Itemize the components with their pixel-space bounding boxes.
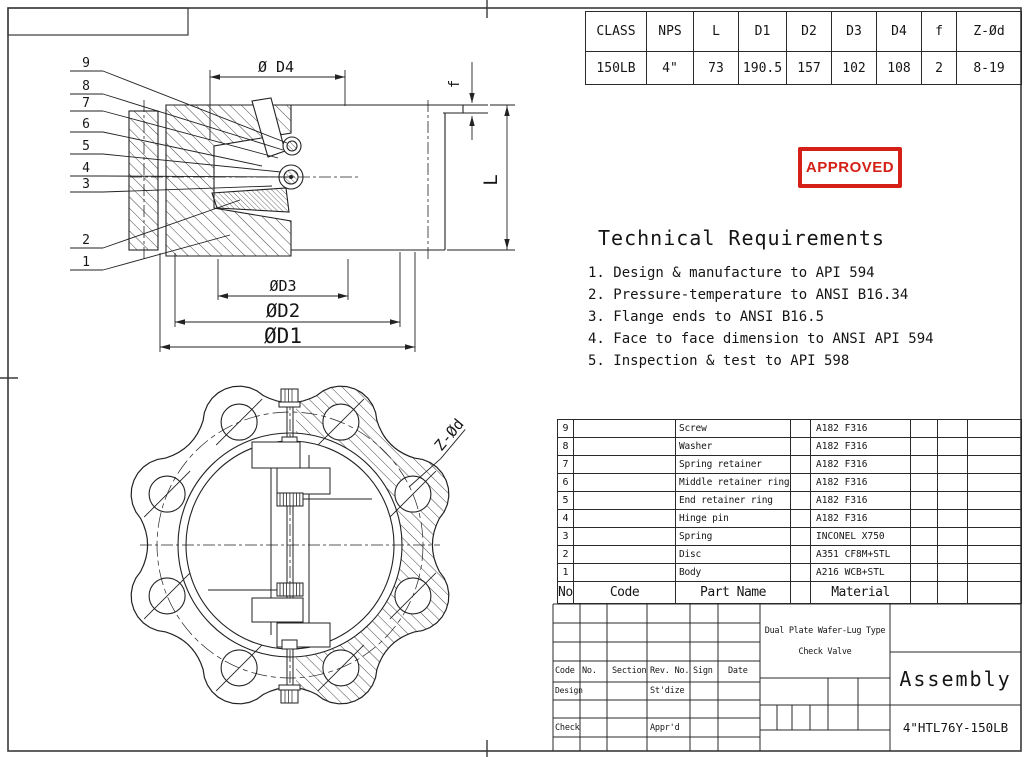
tech-item: 3. Flange ends to ANSI B16.5 — [588, 309, 825, 325]
revision-box — [7, 7, 189, 36]
tb-label-date: Date — [728, 666, 748, 676]
retainer-block — [251, 597, 304, 623]
closed-disc-section — [211, 187, 290, 213]
col-f: f — [921, 11, 957, 52]
tech-item: 5. Inspection & test to API 598 — [588, 353, 850, 369]
balloon-7: 7 — [82, 96, 90, 111]
drawing-title: Assembly — [899, 666, 1012, 691]
col-zod: Z-Ød — [956, 11, 1022, 52]
dim-l-label: L — [480, 174, 502, 185]
dim-d3-label: ØD3 — [269, 277, 296, 295]
tb-label-sign: Sign — [693, 666, 713, 676]
tech-item: 1. Design & manufacture to API 594 — [588, 265, 875, 281]
valve-body-section — [165, 104, 292, 257]
tb-label-section: Section — [612, 666, 647, 676]
retainer-block — [276, 467, 331, 495]
tb-label-design: Design — [555, 686, 583, 695]
section-view — [128, 97, 488, 257]
dim-f-label: f — [447, 80, 463, 88]
product-name-line2: Check Valve — [798, 646, 852, 657]
dimension-lines — [159, 62, 515, 352]
front-view: Z-Ød — [130, 385, 468, 705]
tech-requirements-list: 1. Design & manufacture to API 594 2. Pr… — [588, 262, 934, 372]
model-number: 4"HTL76Y-150LB — [902, 719, 1009, 735]
dim-z-od-label: Z-Ød — [431, 415, 468, 454]
tb-label-stdize: St'dize — [650, 686, 685, 696]
product-name: Dual Plate Wafer-Lug Type Check Valve — [762, 608, 888, 674]
balloon-1: 1 — [82, 255, 90, 270]
balloon-4: 4 — [82, 161, 90, 176]
tb-label-check: Check — [555, 723, 580, 733]
pin-bottom-nut — [280, 689, 299, 704]
front-hatch — [296, 386, 449, 704]
tb-label-apprd: Appr'd — [650, 723, 680, 733]
tech-item: 4. Face to face dimension to ANSI API 59… — [588, 331, 934, 347]
pin-top-nut — [280, 388, 299, 403]
dimension-table-header: CLASS NPS L D1 D2 D3 D4 f Z-Ød — [585, 11, 1022, 52]
balloon-2: 2 — [82, 233, 90, 248]
col-d4: D4 — [876, 11, 922, 52]
col-class: CLASS — [585, 11, 647, 52]
balloon-9: 9 — [82, 56, 90, 71]
balloon-8: 8 — [82, 79, 90, 94]
bom-col-code: Code — [573, 581, 676, 604]
dim-d4-label: Ø D4 — [258, 58, 294, 76]
dimension-labels: Ø D4 ØD3 ØD2 ØD1 L f — [258, 58, 502, 348]
col-d1: D1 — [738, 11, 787, 52]
retainer-block — [276, 622, 331, 648]
col-d2: D2 — [786, 11, 832, 52]
dim-d1-label: ØD1 — [264, 324, 302, 348]
col-l: L — [693, 11, 739, 52]
col-nps: NPS — [646, 11, 694, 52]
balloon-3: 3 — [82, 177, 90, 192]
title-block-grid — [552, 603, 1021, 751]
product-name-line1: Dual Plate Wafer-Lug Type — [764, 625, 886, 636]
balloon-callouts — [70, 70, 289, 271]
balloon-numbers: 9 8 7 6 5 4 3 2 1 — [82, 56, 90, 270]
screw-section — [286, 140, 298, 152]
bom-col-material: Material — [810, 581, 911, 604]
lug-flange-outline — [130, 385, 450, 705]
tb-label-rev-no: Rev. No. — [650, 666, 690, 676]
bom-col-part-name: Part Name — [675, 581, 791, 604]
balloon-6: 6 — [82, 117, 90, 132]
bom-header-row: No. Code Part Name Material — [557, 581, 1022, 604]
dimension-table: CLASS NPS L D1 D2 D3 D4 f Z-Ød 150LB 4" … — [585, 11, 1022, 85]
retainer-block — [251, 441, 301, 469]
tb-label-no: No. — [582, 666, 597, 676]
tb-label-code: Code — [555, 666, 575, 676]
col-d3: D3 — [831, 11, 877, 52]
dimension-table-values: 150LB 4" 73 190.5 157 102 108 2 8-19 — [585, 51, 1022, 85]
bom-col-no: No. — [557, 581, 574, 604]
z-od-callout — [408, 429, 466, 488]
tech-item: 2. Pressure-temperature to ANSI B16.34 — [588, 287, 909, 303]
approved-stamp: APPROVED — [798, 147, 902, 188]
tech-requirements-title: Technical Requirements — [598, 226, 885, 250]
dim-d2-label: ØD2 — [266, 300, 300, 322]
balloon-5: 5 — [82, 139, 90, 154]
torsion-springs — [276, 389, 304, 703]
companion-flange-section — [128, 110, 159, 251]
